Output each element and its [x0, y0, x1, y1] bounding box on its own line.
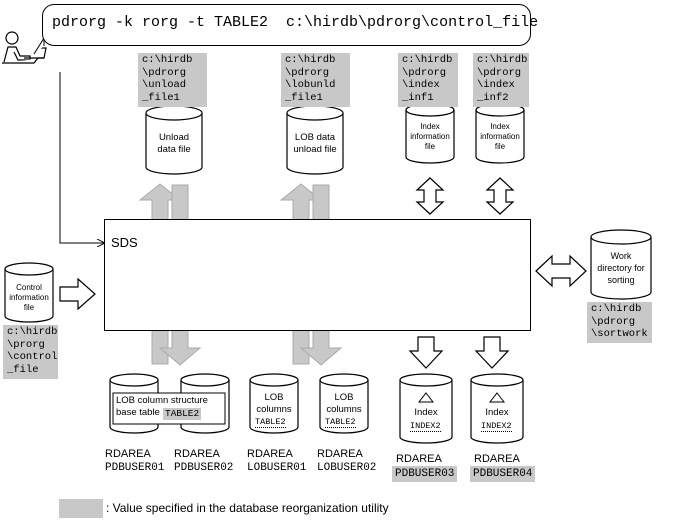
path-lobunld: c:\hirdb \pdrorg \lobunld _file1 — [281, 53, 350, 107]
lob-unload-file-label: LOB data unload file — [293, 132, 337, 155]
unload-file-cylinder — [145, 105, 203, 175]
index1-triangle-icon — [417, 392, 435, 403]
command-box — [42, 4, 531, 46]
rdarea-kw-5: RDAREA — [396, 453, 442, 465]
user-icon — [2, 31, 47, 64]
command-flow-line — [59, 72, 104, 243]
rdarea-name-2: PDBUSER02 — [174, 462, 234, 474]
rdarea-pdbuser04-cylinder — [470, 373, 524, 444]
index2-label: Index — [485, 407, 509, 418]
path-sortwork: c:\hirdb \pdrorg \sortwork — [587, 302, 652, 343]
path-index2: c:\hirdb \pdrorg \index _inf2 — [473, 53, 529, 107]
rdarea-kw-4: RDAREA — [317, 448, 363, 460]
path-index1: c:\hirdb \pdrorg \index _inf1 — [398, 53, 458, 107]
control-to-sds-arrow — [59, 277, 96, 311]
rdarea-pdbuser03-cylinder — [399, 373, 453, 444]
sds-label: SDS — [111, 235, 138, 250]
rdarea-kw-2: RDAREA — [174, 448, 220, 460]
lob-columns-1-label: LOB columns — [256, 392, 292, 415]
index1-label: Index — [414, 407, 438, 418]
unload-file-label: Unload data file — [157, 132, 191, 155]
path-unload: c:\hirdb \pdrorg \unload _file1 — [138, 53, 207, 107]
rdarea-name-6: PDBUSER04 — [470, 466, 536, 482]
rdarea-kw-3: RDAREA — [247, 448, 293, 460]
work-dir-cylinder — [590, 229, 652, 300]
sds-to-index1-arrow — [408, 336, 444, 369]
index2-updown-arrow — [485, 177, 515, 215]
work-dir-label: Work directory for sorting — [597, 251, 645, 285]
index-file-1-label: Index information file — [410, 122, 450, 151]
lob-unload-file-cylinder — [286, 105, 344, 175]
rdarea-name-5: PDBUSER03 — [392, 466, 458, 482]
rdarea-lobuser01-cylinder — [249, 373, 299, 434]
index1-name: INDEX2 — [410, 421, 441, 432]
path-control: c:\hirdb \prorg \control _file — [3, 325, 58, 379]
control-file-cylinder — [4, 262, 54, 323]
sds-to-index2-arrow — [474, 336, 510, 369]
index2-name: INDEX2 — [481, 421, 512, 432]
index2-triangle-icon — [488, 392, 506, 403]
command-text: pdrorg -k rorg -t TABLE2 c:\hirdb\pdrorg… — [52, 14, 539, 31]
lob-columns-2-name: TABLE2 — [325, 417, 356, 428]
index-file-2-cylinder — [475, 103, 525, 164]
rdarea-name-1: PDBUSER01 — [105, 462, 165, 474]
sds-work-arrow — [535, 254, 587, 288]
sds-box — [104, 219, 531, 331]
legend-swatch — [59, 499, 103, 518]
index-file-2-label: Index information file — [480, 122, 520, 151]
rdarea-name-3: LOBUSER01 — [247, 462, 307, 474]
base-table-label: LOB column structure base table — [116, 395, 208, 418]
index-file-1-cylinder — [405, 103, 455, 164]
legend-text: : Value specified in the database reorga… — [106, 501, 389, 515]
index1-updown-arrow — [415, 177, 445, 215]
rdarea-kw-6: RDAREA — [474, 453, 520, 465]
rdarea-kw-1: RDAREA — [105, 448, 151, 460]
lob-columns-1-name: TABLE2 — [255, 417, 286, 428]
rdarea-lobuser02-cylinder — [319, 373, 369, 434]
lob-columns-2-label: LOB columns — [326, 392, 362, 415]
base-table-name: TABLE2 — [163, 408, 202, 420]
control-file-label: Control information file — [9, 283, 49, 312]
rdarea-name-4: LOBUSER02 — [317, 462, 377, 474]
speech-tail — [33, 36, 45, 55]
